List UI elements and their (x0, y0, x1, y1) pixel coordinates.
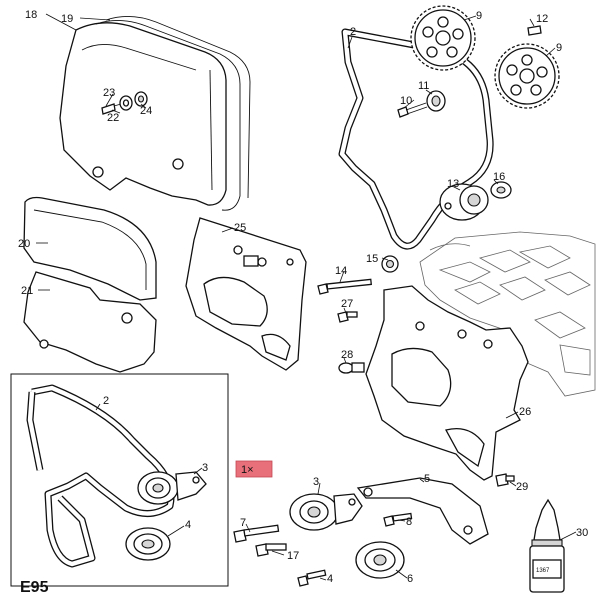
callout-3: 3 (313, 476, 319, 488)
callout-2: 2 (350, 26, 356, 38)
callout-7: 7 (240, 517, 246, 529)
callout-3-inset: 3 (202, 462, 208, 474)
idler-pulley-6 (355, 541, 405, 579)
callout-26: 26 (519, 406, 531, 418)
leader-lines (36, 13, 577, 581)
callout-9-upper: 9 (476, 10, 482, 22)
timing-belt-inset (26, 384, 175, 568)
callout-13: 13 (447, 178, 459, 190)
bolt-14 (317, 278, 372, 295)
callout-8: 8 (406, 516, 412, 528)
bolt-4 (297, 569, 327, 587)
callout-16: 16 (493, 171, 505, 183)
pin-12 (527, 25, 542, 36)
callout-28: 28 (341, 349, 353, 361)
callout-5: 5 (424, 473, 430, 485)
tensioner-13 (439, 183, 489, 221)
bolt-17 (255, 543, 287, 557)
callout-29: 29 (516, 481, 528, 493)
bolt-washer-set (101, 91, 148, 115)
callout-12: 12 (536, 13, 548, 25)
bolt-7 (233, 524, 280, 543)
callout-4-inset: 4 (185, 519, 191, 531)
callout-22: 22 (107, 112, 119, 124)
washer-11 (426, 90, 446, 112)
quantity-label: 1× (241, 464, 254, 476)
inset-frame (10, 373, 229, 587)
sealant-bottle-30 (529, 498, 565, 593)
quantity-highlight (235, 460, 273, 478)
bolt-27 (337, 311, 358, 323)
callout-labels: 18 19 23 22 24 20 21 25 2 9 9 12 11 10 1… (18, 9, 588, 596)
callout-11: 11 (418, 80, 429, 92)
callout-30: 30 (576, 527, 588, 539)
callout-2-inset: 2 (103, 395, 109, 407)
callout-20: 20 (18, 238, 30, 250)
callout-14: 14 (335, 265, 347, 277)
washer-15 (381, 255, 399, 273)
callout-10: 10 (400, 95, 412, 107)
callout-9-lower: 9 (556, 42, 562, 54)
diagram-code: E95 (20, 579, 49, 596)
rear-timing-cover (365, 285, 529, 481)
engine-block (419, 231, 596, 397)
inner-timing-cover (23, 196, 157, 301)
callout-25: 25 (234, 222, 246, 234)
bolt-10 (397, 102, 428, 118)
callout-19: 19 (61, 13, 73, 25)
upper-timing-cover (59, 16, 251, 211)
camshaft-sprocket-upper (410, 5, 476, 71)
callout-4: 4 (327, 573, 333, 585)
bracket-5 (356, 477, 489, 545)
callout-23: 23 (103, 87, 115, 99)
callout-24: 24 (140, 105, 152, 117)
bolt-29 (495, 473, 515, 487)
rear-cover-plate (185, 217, 307, 371)
idler-pulley-inset (125, 527, 171, 561)
bolt-8 (383, 512, 413, 527)
bushing-16 (490, 181, 512, 199)
callout-6: 6 (407, 573, 413, 585)
bottle-label: 1367 (536, 568, 550, 574)
tensioner-pulley-3 (289, 493, 363, 531)
lower-timing-cover (23, 271, 157, 373)
callout-15: 15 (366, 253, 378, 265)
sensor-28 (338, 362, 365, 374)
callout-17: 17 (287, 550, 299, 562)
camshaft-sprocket-lower (494, 43, 560, 109)
callout-18: 18 (25, 9, 37, 21)
tensioner-pulley-inset (137, 471, 207, 505)
callout-27: 27 (341, 298, 353, 310)
callout-21: 21 (21, 285, 33, 297)
